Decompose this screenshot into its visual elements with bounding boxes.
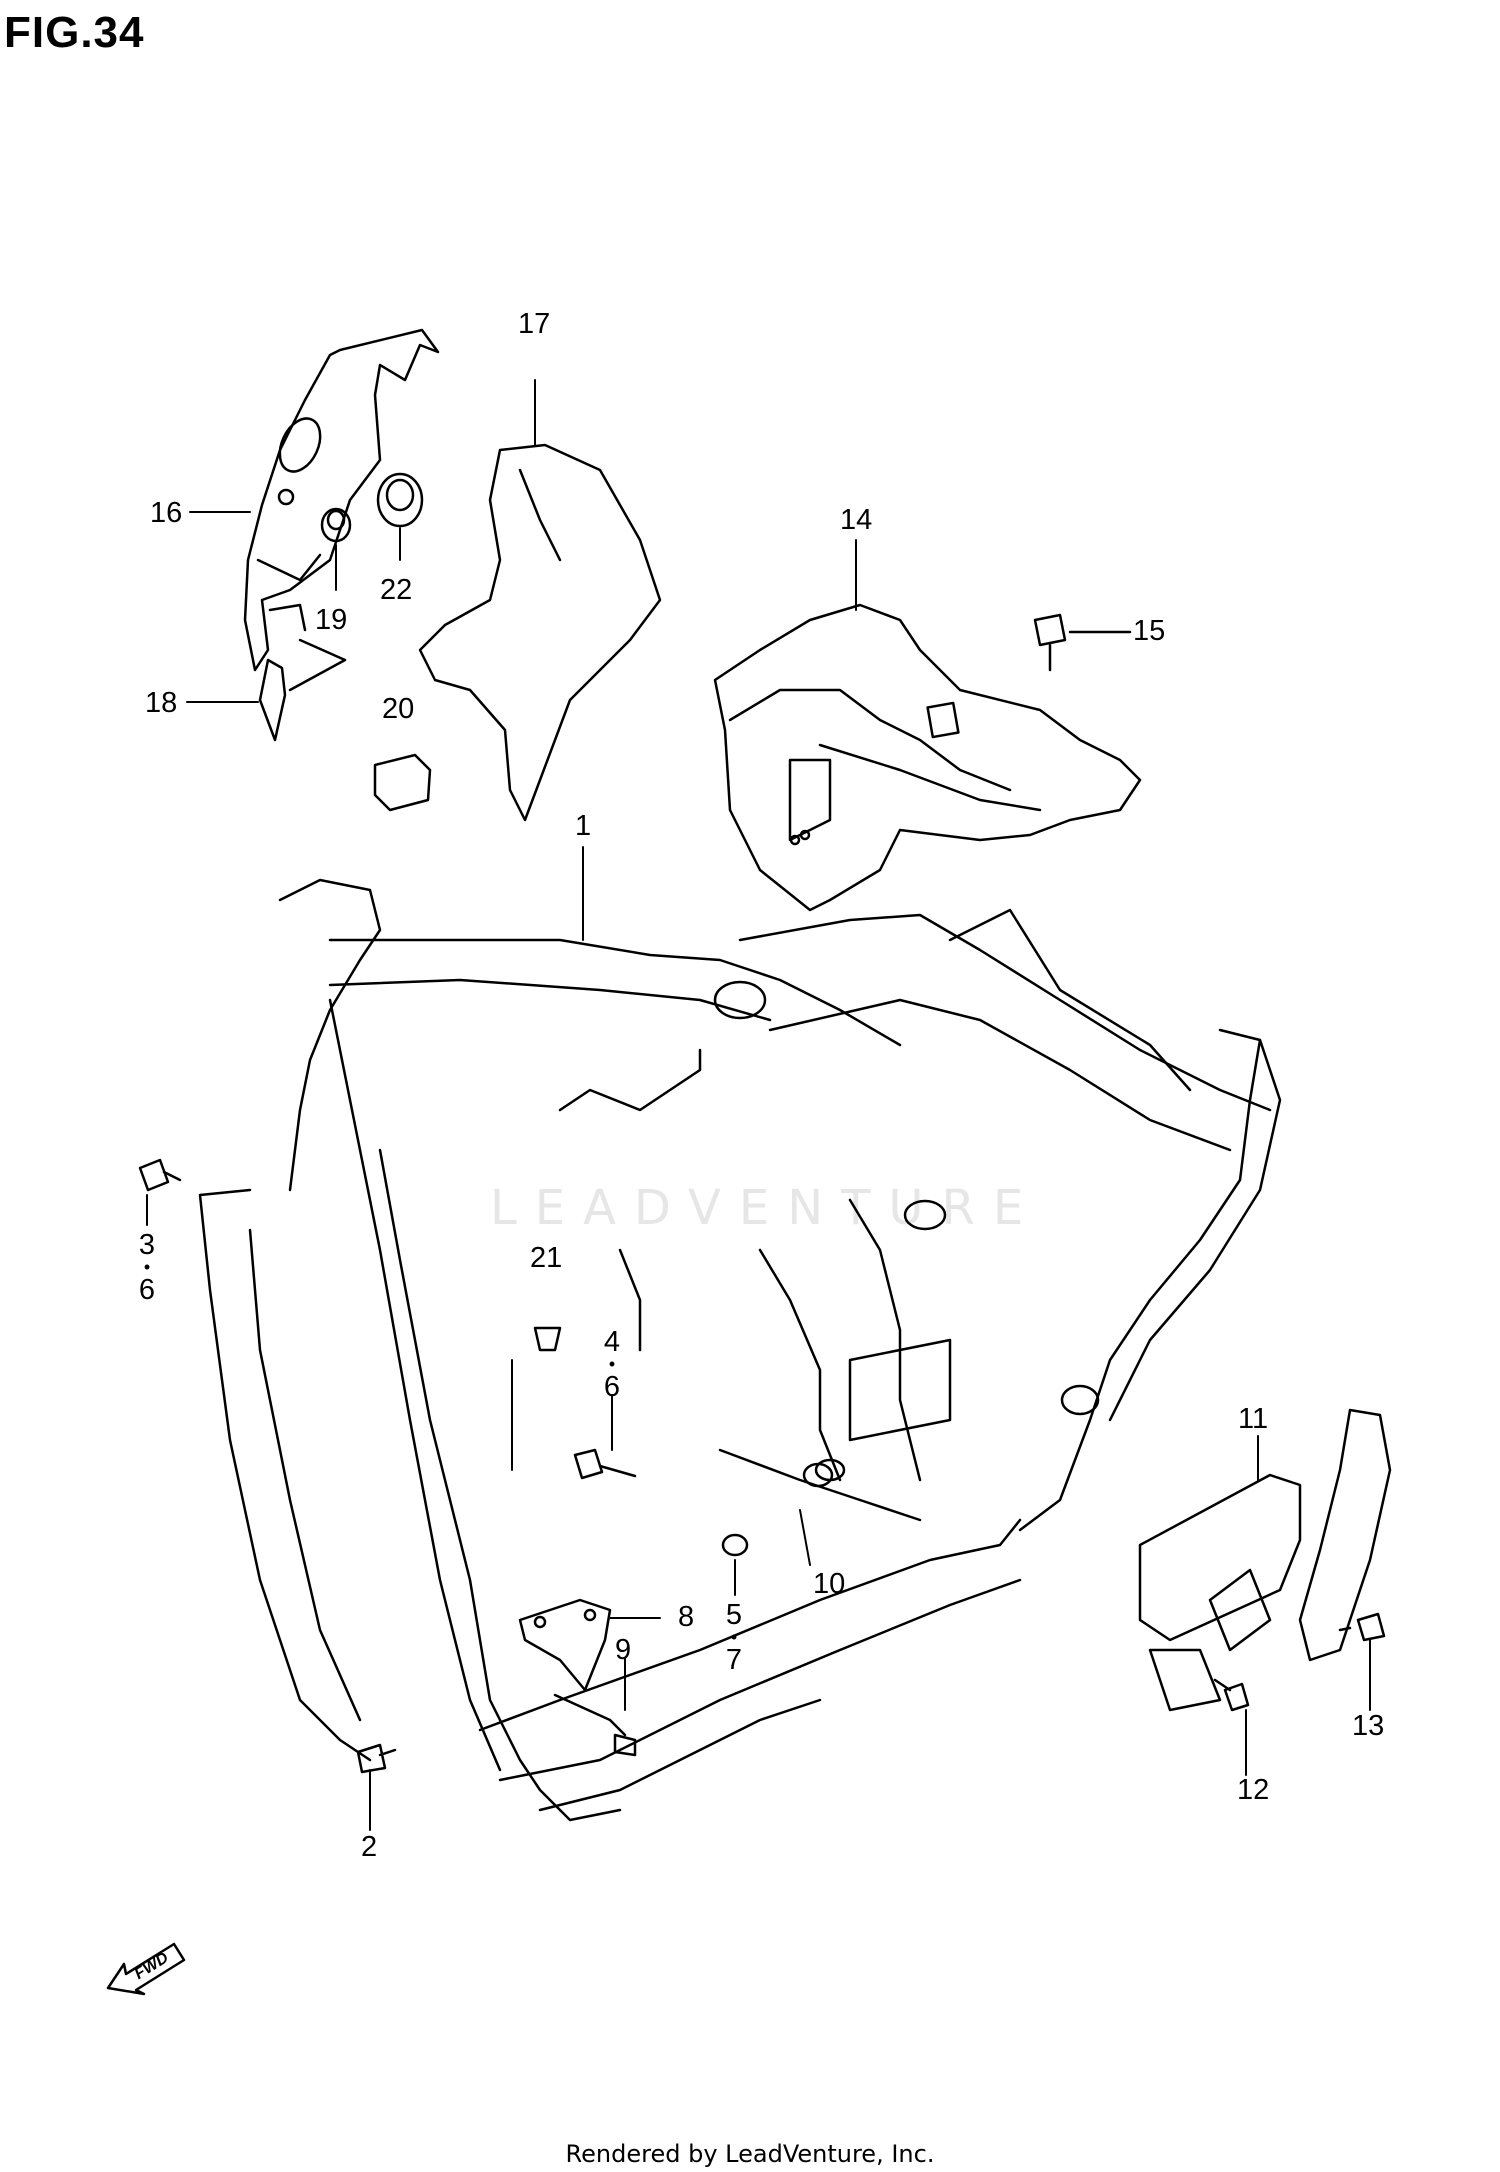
callout-21: 21 xyxy=(530,1242,563,1274)
callout-19: 19 xyxy=(315,604,348,636)
callout-4-6: 4 • 6 xyxy=(597,1327,627,1402)
part-14-battery-case xyxy=(713,603,1142,912)
part-9-bolt xyxy=(553,1693,637,1757)
callout-14: 14 xyxy=(840,504,873,536)
part-13-bolt xyxy=(1338,1612,1386,1642)
part-22-grommet xyxy=(376,472,424,528)
callout-3: 3 xyxy=(138,1229,156,1261)
callout-6: 6 xyxy=(603,1370,621,1403)
callout-7: 7 xyxy=(725,1643,743,1676)
part-4-bolt xyxy=(573,1448,637,1480)
callout-3-6: 3 • 6 xyxy=(132,1230,162,1305)
part-16-cover-bracket xyxy=(243,328,440,672)
part-1-frame xyxy=(198,878,1282,1822)
figure-title: FIG.34 xyxy=(4,8,145,57)
callout-11: 11 xyxy=(1238,1403,1269,1435)
callout-18: 18 xyxy=(145,687,178,719)
callout-20: 20 xyxy=(382,693,415,725)
callout-5-7: 5 • 7 xyxy=(719,1600,749,1675)
part-21-plug xyxy=(533,1326,562,1352)
part-10-collar xyxy=(802,1462,834,1488)
callout-16: 16 xyxy=(150,497,183,529)
part-3-bolt xyxy=(138,1158,182,1192)
callout-12: 12 xyxy=(1237,1774,1270,1806)
callout-17: 17 xyxy=(518,308,551,340)
part-17-cover xyxy=(418,443,662,822)
callout-5: 5 xyxy=(725,1599,743,1631)
part-20-cushion xyxy=(373,753,432,812)
fwd-arrow-icon: FWD xyxy=(106,1942,186,1996)
callout-6: 6 xyxy=(138,1273,156,1306)
callout-13: 13 xyxy=(1352,1710,1385,1742)
callout-8: 8 xyxy=(678,1601,695,1633)
callout-22: 22 xyxy=(380,574,413,606)
part-5-nut xyxy=(721,1533,749,1557)
part-19-grommet xyxy=(320,507,352,543)
callout-10: 10 xyxy=(813,1568,846,1600)
callout-separator: • xyxy=(730,1627,738,1648)
leader-lines xyxy=(146,379,1371,1831)
callout-separator: • xyxy=(608,1354,616,1375)
part-8-plate xyxy=(518,1598,612,1692)
callout-4: 4 xyxy=(603,1326,621,1358)
footer-credit: Rendered by LeadVenture, Inc. xyxy=(565,2140,935,2168)
part-11-bracket xyxy=(1138,1408,1392,1712)
part-2-bolt xyxy=(356,1743,397,1774)
callout-separator: • xyxy=(143,1257,151,1278)
callout-9: 9 xyxy=(615,1634,632,1666)
callout-1: 1 xyxy=(575,810,592,842)
part-12-bolt xyxy=(1213,1678,1250,1712)
part-15-bolt xyxy=(1033,613,1132,672)
part-18-trim xyxy=(258,658,287,742)
callout-15: 15 xyxy=(1133,615,1166,647)
callout-2: 2 xyxy=(361,1831,378,1863)
